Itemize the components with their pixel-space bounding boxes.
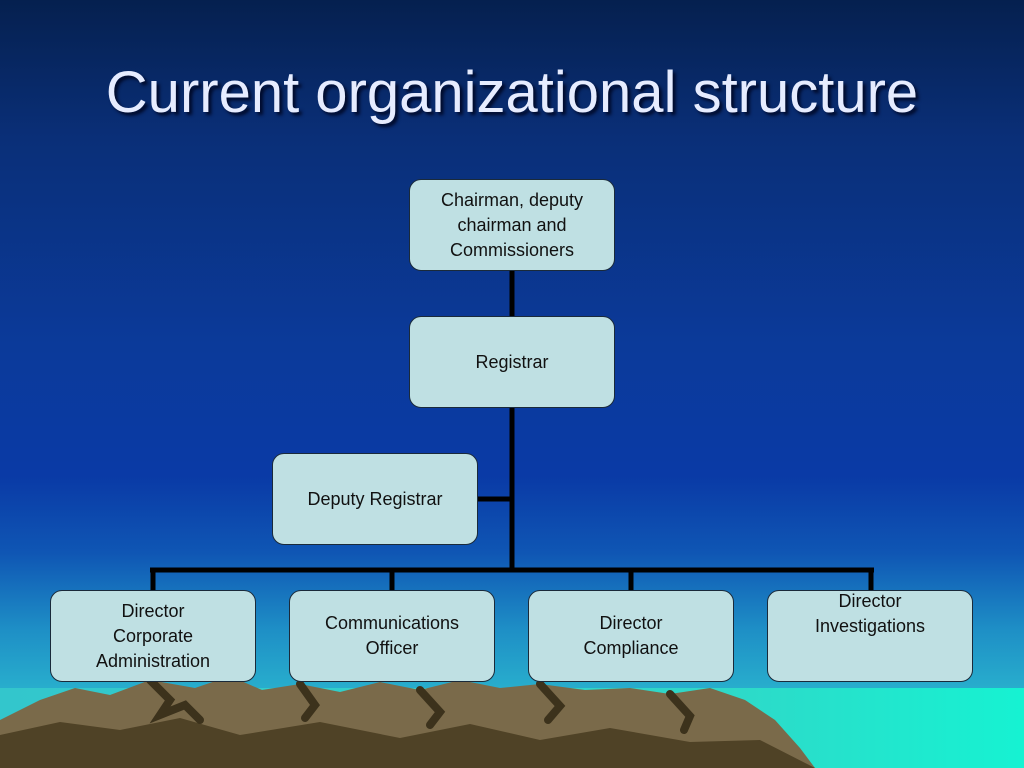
mountain-shadow bbox=[0, 718, 815, 768]
node-registrar: Registrar bbox=[409, 316, 615, 408]
node-chairman: Chairman, deputy chairman and Commission… bbox=[409, 179, 615, 271]
node-communications-officer: Communications Officer bbox=[289, 590, 495, 682]
page-title: Current organizational structure bbox=[105, 60, 919, 125]
node-director-compliance: Director Compliance bbox=[528, 590, 734, 682]
node-director-corporate-administration-label: Director Corporate Administration bbox=[95, 600, 211, 671]
node-deputy-registrar-label: Deputy Registrar bbox=[307, 488, 443, 509]
mountain-highlights bbox=[146, 676, 695, 734]
node-registrar-label: Registrar bbox=[475, 351, 549, 372]
node-director-investigations-label: Director Investigations bbox=[814, 591, 926, 636]
node-communications-officer-label: Communications Officer bbox=[324, 613, 460, 658]
node-chairman-label: Chairman, deputy chairman and Commission… bbox=[440, 189, 584, 260]
node-deputy-registrar: Deputy Registrar bbox=[272, 453, 478, 545]
node-director-compliance-label: Director Compliance bbox=[583, 613, 679, 658]
node-director-investigations: Director Investigations bbox=[767, 590, 973, 682]
node-director-corporate-administration: Director Corporate Administration bbox=[50, 590, 256, 682]
